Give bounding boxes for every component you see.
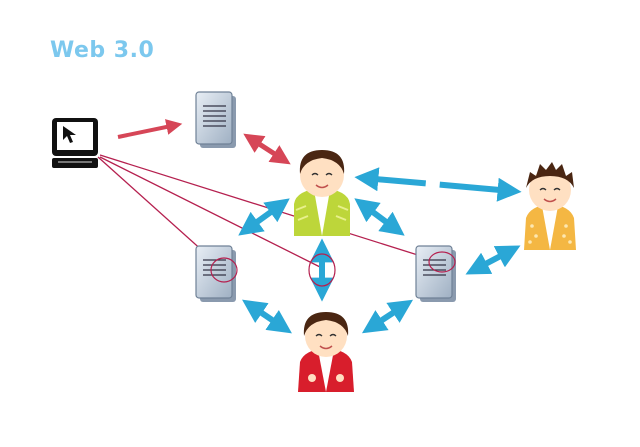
document-icon-right xyxy=(415,245,456,302)
blue-arrow-doc-right-right xyxy=(465,245,521,275)
blue-arrow-center-doc-right xyxy=(354,198,405,236)
highlight-circle-center xyxy=(308,253,336,287)
link-line-computer-doc-right xyxy=(99,154,441,263)
highlight-circle-doc-left xyxy=(210,257,238,283)
blue-arrow-center-doc-left xyxy=(238,198,290,236)
blue-arrow-doc-right-bottom xyxy=(361,299,414,334)
blue-arrow-center-right xyxy=(354,167,522,202)
diagram-title: Web 3.0 xyxy=(50,38,155,63)
person-icon-center xyxy=(294,150,350,236)
red-arrow-doc-top-person-center xyxy=(243,133,291,165)
computer-icon xyxy=(52,118,98,168)
link-line-computer-center xyxy=(99,156,323,269)
document-icon-top xyxy=(195,91,236,148)
document-icon-left xyxy=(195,245,238,302)
blue-arrows xyxy=(238,167,522,334)
person-icon-bottom xyxy=(298,312,354,392)
person-icon-right xyxy=(524,162,576,250)
red-arrow-computer-doc-top xyxy=(117,119,183,139)
highlight-circle-doc-right xyxy=(428,251,456,273)
blue-arrow-doc-left-bottom xyxy=(242,299,292,334)
